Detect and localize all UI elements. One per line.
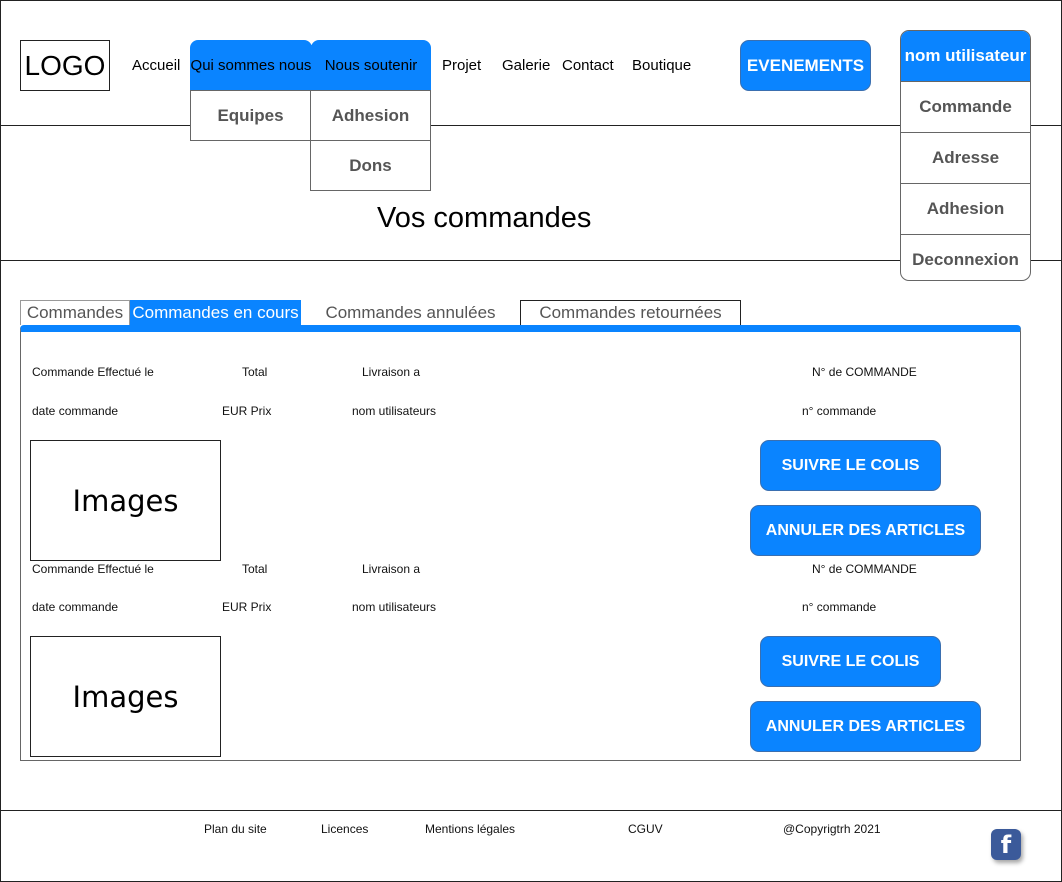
nav-projet[interactable]: Projet xyxy=(442,57,482,74)
order-delivery-label: Livraison a xyxy=(362,562,421,576)
order-delivery-value: nom utilisateurs xyxy=(352,404,437,418)
footer-divider xyxy=(0,810,1062,811)
order-total-value: EUR Prix xyxy=(222,404,272,418)
dropdown-item-dons[interactable]: Dons xyxy=(310,140,431,191)
nav-accueil[interactable]: Accueil xyxy=(132,57,181,74)
cancel-items-button[interactable]: ANNULER DES ARTICLES xyxy=(750,505,981,556)
tab-commandes-en-cours[interactable]: Commandes en cours xyxy=(130,300,301,326)
user-menu-item-deconnexion[interactable]: Deconnexion xyxy=(901,234,1030,280)
order-number-value: n° commande xyxy=(802,600,877,614)
order-number-label: N° de COMMANDE xyxy=(812,562,917,576)
footer-link-mentions-legales[interactable]: Mentions légales xyxy=(425,822,516,836)
header-divider xyxy=(0,125,1062,126)
dropdown-item-equipes[interactable]: Equipes xyxy=(190,90,311,141)
tab-commandes[interactable]: Commandes xyxy=(20,300,130,325)
order-image-placeholder: Images xyxy=(30,440,221,561)
order-date-value: date commande xyxy=(32,600,119,614)
nav-nous-soutenir[interactable]: Nous soutenir xyxy=(311,40,431,91)
user-menu-title[interactable]: nom utilisateur xyxy=(901,31,1030,81)
user-menu: nom utilisateur Commande Adresse Adhesio… xyxy=(900,30,1031,281)
tab-commandes-retournees[interactable]: Commandes retournées xyxy=(520,300,741,326)
order-total-value: EUR Prix xyxy=(222,600,272,614)
order-number-value: n° commande xyxy=(802,404,877,418)
footer-link-licences[interactable]: Licences xyxy=(321,822,369,836)
tab-panel xyxy=(20,325,1021,761)
page-title: Vos commandes xyxy=(377,202,592,234)
order-delivery-label: Livraison a xyxy=(362,365,421,379)
order-date-label: Commande Effectué le xyxy=(32,562,154,576)
footer-link-cguv[interactable]: CGUV xyxy=(628,822,663,836)
title-divider xyxy=(0,260,1062,261)
tab-commandes-annulees[interactable]: Commandes annulées xyxy=(325,302,496,322)
user-menu-item-commande[interactable]: Commande xyxy=(901,81,1030,132)
footer-link-plan-du-site[interactable]: Plan du site xyxy=(204,822,267,836)
cancel-items-button[interactable]: ANNULER DES ARTICLES xyxy=(750,701,981,752)
nav-galerie[interactable]: Galerie xyxy=(502,57,551,74)
user-menu-item-adresse[interactable]: Adresse xyxy=(901,132,1030,183)
order-image-placeholder: Images xyxy=(30,636,221,757)
track-package-button[interactable]: SUIVRE LE COLIS xyxy=(760,440,941,491)
events-button[interactable]: EVENEMENTS xyxy=(740,40,871,91)
order-total-label: Total xyxy=(242,562,268,576)
order-delivery-value: nom utilisateurs xyxy=(352,600,437,614)
order-date-label: Commande Effectué le xyxy=(32,365,154,379)
facebook-icon[interactable]: f xyxy=(991,829,1021,860)
order-number-label: N° de COMMANDE xyxy=(812,365,917,379)
user-menu-item-adhesion[interactable]: Adhesion xyxy=(901,183,1030,234)
nav-qui-sommes-nous[interactable]: Qui sommes nous xyxy=(190,40,312,91)
order-total-label: Total xyxy=(242,365,268,379)
nav-boutique[interactable]: Boutique xyxy=(632,57,692,74)
nav-contact[interactable]: Contact xyxy=(562,57,614,74)
track-package-button[interactable]: SUIVRE LE COLIS xyxy=(760,636,941,687)
footer-copyright: @Copyrigtrh 2021 xyxy=(783,822,881,836)
logo[interactable]: LOGO xyxy=(20,40,110,91)
dropdown-item-adhesion[interactable]: Adhesion xyxy=(310,90,431,141)
order-date-value: date commande xyxy=(32,404,119,418)
